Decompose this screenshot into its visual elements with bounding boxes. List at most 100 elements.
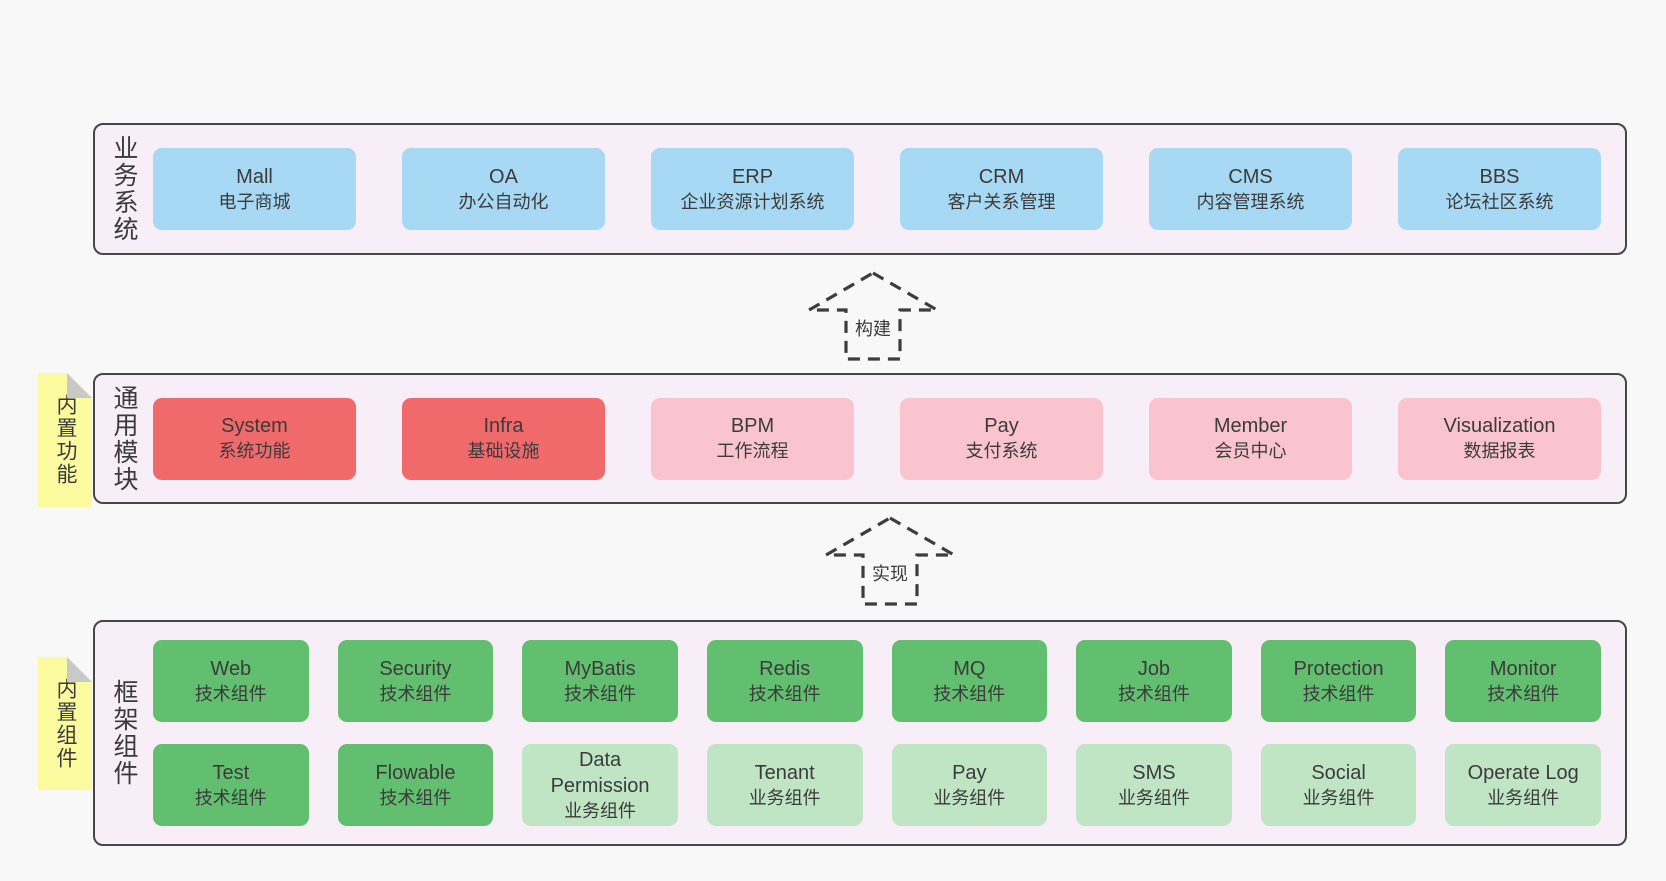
box-infra: Infra 基础设施 [402, 397, 605, 480]
business-systems-row: Mall 电子商城 OA 办公自动化 ERP 企业资源计划系统 CRM 客户关系… [153, 125, 1625, 253]
box-monitor: Monitor 技术组件 [1445, 640, 1601, 722]
box-tenant: Tenant 业务组件 [706, 744, 863, 826]
box-title: CRM [978, 165, 1025, 188]
box-test: Test 技术组件 [153, 744, 309, 826]
box-subtitle: 技术组件 [379, 787, 452, 808]
box-subtitle: 论坛社区系统 [1445, 191, 1554, 212]
box-subtitle: 技术组件 [194, 683, 267, 704]
box-title: Redis [759, 657, 811, 680]
box-title: Tenant [754, 761, 815, 784]
arrow-build-up: 构建 [806, 270, 940, 362]
box-subtitle: 业务组件 [933, 787, 1006, 808]
arrow-build-label: 构建 [851, 314, 895, 342]
box-subtitle: 技术组件 [1117, 683, 1190, 704]
box-title: Security [379, 657, 452, 680]
box-subtitle: 基础设施 [467, 441, 540, 461]
box-protection: Protection 技术组件 [1260, 640, 1417, 722]
box-subtitle: 会员中心 [1214, 441, 1287, 461]
box-subtitle: 工作流程 [716, 441, 789, 461]
box-subtitle: 系统功能 [218, 441, 291, 461]
box-title: CMS [1228, 165, 1273, 188]
common-modules-row: System 系统功能 Infra 基础设施 BPM 工作流程 Pay 支付系统… [153, 375, 1625, 502]
sticky-note-label: 内置组件 [54, 677, 77, 770]
box-web: Web 技术组件 [153, 640, 309, 722]
box-subtitle: 技术组件 [933, 683, 1006, 704]
box-cms: CMS 内容管理系统 [1149, 148, 1352, 230]
box-subtitle: 技术组件 [564, 683, 637, 704]
box-pay-module: Pay 支付系统 [900, 397, 1103, 480]
box-subtitle: 业务组件 [564, 800, 637, 821]
box-visualization: Visualization 数据报表 [1398, 397, 1601, 480]
box-title: Pay [952, 761, 987, 784]
box-subtitle: 业务组件 [748, 787, 821, 808]
box-bpm: BPM 工作流程 [651, 397, 854, 480]
box-title: ERP [731, 165, 774, 188]
box-title: BBS [1479, 165, 1520, 188]
box-title: Job [1137, 657, 1171, 680]
box-title: Test [212, 761, 250, 784]
box-crm: CRM 客户关系管理 [900, 148, 1103, 230]
box-title: BPM [730, 415, 775, 437]
box-title: Web [210, 657, 252, 680]
box-title: Flowable [375, 761, 456, 784]
box-system: System 系统功能 [153, 397, 356, 480]
box-title: Mall [236, 165, 273, 188]
box-erp: ERP 企业资源计划系统 [651, 148, 854, 230]
sticky-fold-icon [67, 373, 92, 398]
dashed-up-arrow-icon [823, 516, 957, 606]
box-subtitle: 业务组件 [1487, 787, 1560, 808]
box-subtitle: 技术组件 [379, 683, 452, 704]
box-title: Pay [984, 415, 1019, 437]
box-job: Job 技术组件 [1076, 640, 1232, 722]
box-title: Social [1311, 761, 1366, 784]
box-redis: Redis 技术组件 [706, 640, 863, 722]
box-title: MyBatis [564, 657, 636, 680]
box-title: Member [1213, 415, 1288, 437]
box-title: System [221, 415, 288, 437]
framework-components-grid: Web 技术组件 Security 技术组件 MyBatis 技术组件 Redi… [153, 622, 1625, 844]
box-mall: Mall 电子商城 [153, 148, 356, 230]
box-title: Monitor [1489, 657, 1557, 680]
panel-label-business-systems: 业务系统 [110, 135, 138, 243]
box-subtitle: 技术组件 [748, 683, 821, 704]
box-subtitle: 数据报表 [1463, 441, 1536, 461]
box-subtitle: 内容管理系统 [1196, 191, 1305, 212]
arrow-implement-label: 实现 [868, 559, 912, 587]
box-title: SMS [1132, 761, 1176, 784]
panel-framework-components: 框架组件 Web 技术组件 Security 技术组件 MyBatis 技术组件… [93, 620, 1627, 846]
box-subtitle: 业务组件 [1302, 787, 1375, 808]
box-title: MQ [953, 657, 986, 680]
box-member: Member 会员中心 [1149, 397, 1352, 480]
panel-label-common-modules: 通用模块 [110, 384, 138, 493]
box-oa: OA 办公自动化 [402, 148, 605, 230]
box-data-permission: Data Permission 业务组件 [522, 744, 678, 826]
box-title: OA [489, 165, 518, 188]
dashed-up-arrow-icon [806, 271, 940, 361]
box-subtitle: 客户关系管理 [947, 191, 1056, 212]
box-pay-business: Pay 业务组件 [891, 744, 1048, 826]
panel-business-systems: 业务系统 Mall 电子商城 OA 办公自动化 ERP 企业资源计划系统 CRM… [93, 123, 1627, 255]
box-subtitle: 技术组件 [1302, 683, 1375, 704]
box-title: Protection [1293, 657, 1384, 680]
box-title: Infra [483, 415, 524, 437]
box-mybatis: MyBatis 技术组件 [522, 640, 678, 722]
arrow-implement-up: 实现 [823, 515, 957, 607]
box-mq: MQ 技术组件 [891, 640, 1048, 722]
box-subtitle: 企业资源计划系统 [680, 191, 825, 212]
box-subtitle: 业务组件 [1117, 787, 1190, 808]
box-subtitle: 技术组件 [1487, 683, 1560, 704]
box-subtitle: 办公自动化 [458, 191, 549, 212]
box-flowable: Flowable 技术组件 [337, 744, 494, 826]
box-title: Data Permission [550, 748, 650, 797]
box-security: Security 技术组件 [337, 640, 494, 722]
box-subtitle: 技术组件 [194, 787, 267, 808]
sticky-note-label: 内置功能 [54, 394, 77, 486]
box-title: Operate Log [1467, 761, 1579, 784]
box-title: Visualization [1443, 415, 1556, 437]
box-social: Social 业务组件 [1260, 744, 1417, 826]
box-operate-log: Operate Log 业务组件 [1445, 744, 1601, 826]
box-bbs: BBS 论坛社区系统 [1398, 148, 1601, 230]
sticky-fold-icon [67, 657, 92, 682]
panel-common-modules: 通用模块 System 系统功能 Infra 基础设施 BPM 工作流程 Pay… [93, 373, 1627, 504]
